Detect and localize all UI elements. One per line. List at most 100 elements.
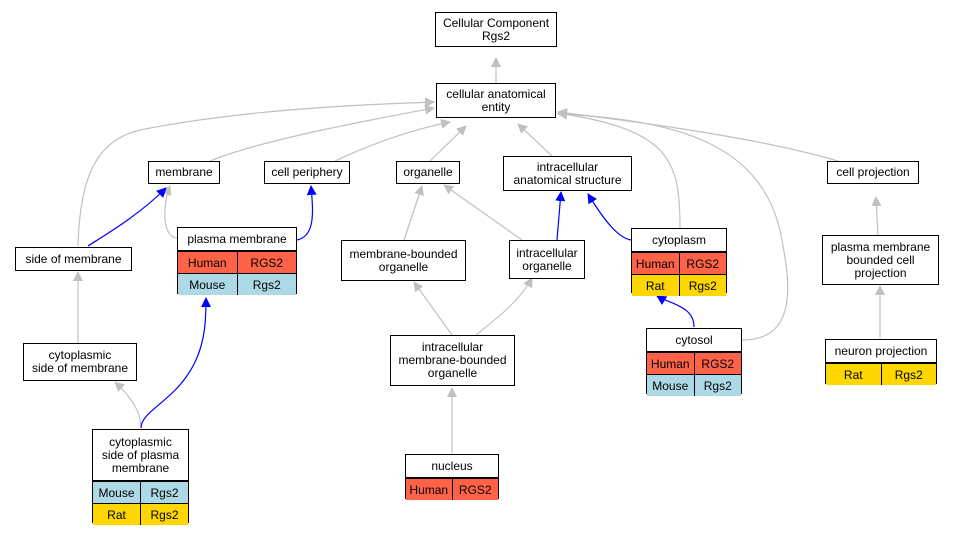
species-row-rat: Rat Rgs2 (632, 274, 726, 296)
species-cell: Human (635, 256, 675, 271)
node-cell-periphery[interactable]: cell periphery (264, 161, 350, 184)
node-title: neuron projection (826, 340, 936, 363)
edge-imbo-to-mbo (413, 281, 453, 336)
node-label: membrane (155, 165, 213, 179)
edge-pmbcp-to-cellprojection (871, 196, 882, 236)
species-row-mouse: Mouse Rgs2 (93, 481, 188, 503)
edge-cytoplasm-to-cae (557, 109, 681, 229)
node-label-line: Rgs2 (481, 28, 510, 43)
gene-cell: Rgs2 (236, 274, 297, 295)
edge-cspm-to-csom (114, 381, 142, 429)
node-title: cytosol (647, 329, 741, 352)
edge-pm-to-membrane (161, 185, 178, 239)
node-cytosol[interactable]: cytosol Human RGS2 Mouse Rgs2 (646, 328, 742, 396)
node-title: nucleus (406, 455, 498, 478)
species-row-mouse: Mouse Rgs2 (647, 374, 741, 396)
node-organelle[interactable]: organelle (396, 161, 460, 184)
node-label-line: anatomical structure (513, 172, 622, 187)
species-cell: Mouse (189, 277, 226, 292)
node-title: plasma membrane (178, 228, 296, 251)
species-cell: Mouse (652, 378, 689, 393)
node-label: side of membrane (25, 251, 122, 266)
node-label-line: bounded cell (846, 252, 915, 267)
node-label-line: Cellular Component (442, 15, 550, 30)
edge-membrane-to-cae (209, 104, 435, 162)
gene-cell: Rgs2 (678, 275, 727, 296)
node-cytoplasm[interactable]: cytoplasm Human RGS2 Rat Rgs2 (631, 228, 727, 296)
edge-cspm-to-pm (140, 297, 211, 429)
edge-io-to-ias (555, 191, 566, 241)
species-cell: Human (187, 255, 227, 270)
node-label: organelle (403, 165, 453, 179)
edge-ias-to-cae (517, 123, 553, 157)
node-label-line: cytoplasmic (109, 434, 172, 449)
species-row-human: Human RGS2 (647, 352, 741, 374)
node-plasma-membrane[interactable]: plasma membrane Human RGS2 Mouse Rgs2 (177, 227, 297, 295)
species-row-rat: Rat Rgs2 (93, 503, 188, 525)
node-membrane[interactable]: membrane (148, 161, 220, 184)
edge-pm-to-cellperiphery (296, 185, 317, 241)
node-label-line: organelle (522, 258, 572, 273)
gene-cell: Rgs2 (140, 504, 188, 525)
species-row-human: Human RGS2 (406, 478, 498, 500)
species-row-rat: Rat Rgs2 (826, 363, 936, 385)
node-label: cell projection (836, 165, 910, 179)
blue-edges (87, 185, 695, 429)
species-cell: Human (650, 356, 690, 371)
species-cell: Rat (645, 278, 665, 293)
node-side-of-membrane[interactable]: side of membrane (15, 247, 132, 271)
node-label-line: cellular anatomical (446, 86, 546, 101)
gene-cell: RGS2 (678, 253, 727, 274)
species-row-mouse: Mouse Rgs2 (178, 273, 296, 295)
node-label-line: membrane-bounded (398, 353, 507, 367)
species-cell: Human (409, 482, 449, 497)
edge-imbo-to-io (475, 277, 533, 336)
node-label-line: membrane (111, 460, 170, 475)
node-label-line: organelle (378, 259, 429, 274)
gene-cell: RGS2 (451, 479, 499, 500)
edge-mbo-to-organelle (403, 185, 424, 241)
node-label-line: side of membrane (31, 361, 129, 375)
gene-cell: Rgs2 (140, 482, 188, 503)
gene-cell: Rgs2 (880, 364, 937, 385)
gene-cell: RGS2 (236, 252, 297, 273)
node-label-line: plasma membrane (830, 239, 931, 254)
species-cell: Mouse (98, 485, 135, 500)
edge-organelle-to-cae (429, 125, 467, 162)
node-label-line: intracellular (536, 159, 599, 174)
edge-cytosol-to-cae (557, 109, 789, 341)
edge-cytosol-to-cytoplasm (656, 295, 695, 328)
edge-cellperiphery-to-cae (334, 118, 451, 162)
node-cell-projection[interactable]: cell projection (827, 161, 919, 184)
node-label-line: intracellular (516, 245, 578, 260)
species-row-human: Human RGS2 (178, 251, 296, 273)
node-label-line: membrane-bounded (349, 246, 458, 261)
node-nucleus[interactable]: nucleus Human RGS2 (405, 454, 499, 500)
gray-edges (73, 57, 885, 453)
node-label: cell periphery (271, 165, 343, 179)
gene-cell: RGS2 (693, 353, 742, 374)
node-label-line: organelle (427, 366, 478, 380)
gene-cell: Rgs2 (693, 375, 742, 396)
node-label-line: side of plasma (101, 447, 180, 462)
edge-sidemembrane-to-cae (77, 97, 435, 247)
species-row-human: Human RGS2 (632, 252, 726, 274)
edge-io-to-organelle (443, 184, 523, 241)
node-neuron-projection[interactable]: neuron projection Rat Rgs2 (825, 339, 937, 385)
edge-cellprojection-to-cae (557, 108, 839, 162)
node-label-line: cytoplasmic (48, 348, 112, 362)
node-label-line: projection (854, 265, 907, 280)
node-title: cytoplasm (632, 229, 726, 252)
edge-cytoplasm-to-ias (587, 193, 632, 241)
